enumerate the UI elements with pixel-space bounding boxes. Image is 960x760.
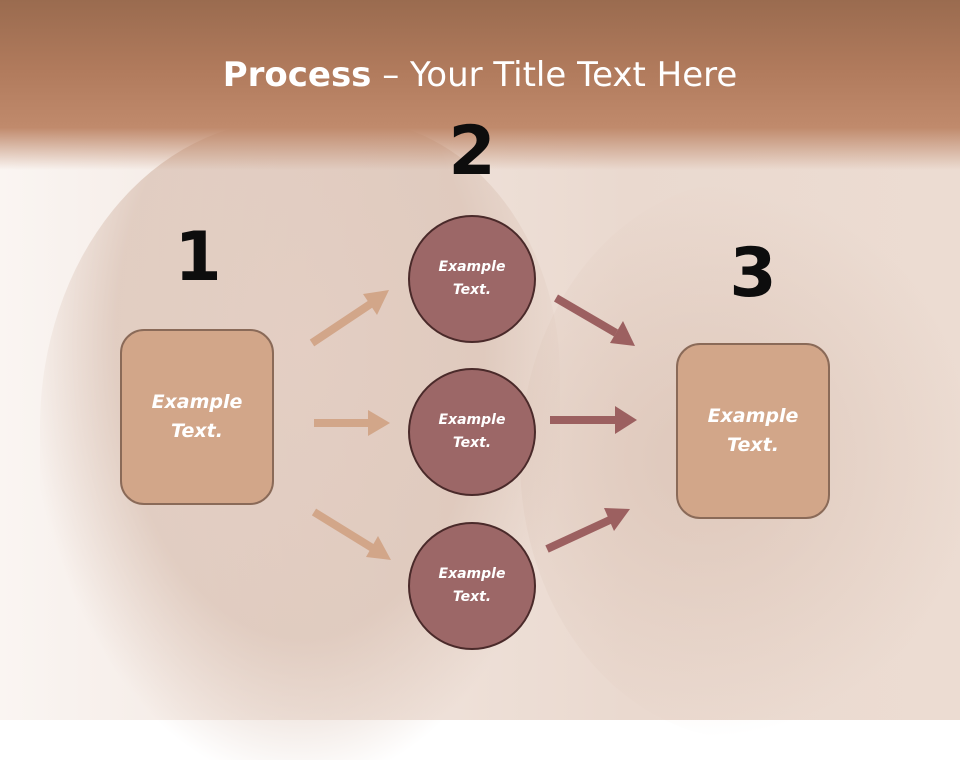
step-number-2: 2 [448, 112, 496, 191]
process-box-left: Example Text. [120, 329, 274, 505]
slide-title: Process – Your Title Text Here [0, 52, 960, 98]
arrow-left-down [311, 508, 391, 560]
process-box-right: Example Text. [676, 343, 830, 519]
arrow-left-middle [314, 410, 390, 436]
circle-middle-line2: Text. [452, 435, 492, 451]
process-circle-bottom: Example Text. [408, 522, 536, 650]
box-left-line1: Example [151, 391, 243, 413]
box-right-line2: Text. [727, 434, 779, 456]
process-circle-middle: Example Text. [408, 368, 536, 496]
process-circle-top: Example Text. [408, 215, 536, 343]
title-rest: – Your Title Text Here [371, 55, 738, 95]
arrow-right-middle [550, 406, 637, 434]
circle-top-line2: Text. [452, 282, 492, 298]
title-bold: Process [222, 55, 372, 95]
box-left-text: Example Text. [152, 388, 243, 446]
step-number-1: 1 [174, 218, 222, 297]
box-right-text: Example Text. [708, 402, 799, 460]
circle-top-line1: Example [438, 259, 506, 275]
box-left-line2: Text. [171, 420, 223, 442]
circle-middle-line1: Example [438, 412, 506, 428]
box-right-line1: Example [707, 405, 799, 427]
circle-bottom-line2: Text. [452, 589, 492, 605]
circle-bottom-line1: Example [438, 566, 506, 582]
arrows-layer [309, 290, 637, 560]
arrow-left-up [309, 290, 389, 347]
arrow-right-up [545, 508, 630, 553]
arrow-right-down [553, 294, 635, 346]
step-number-3: 3 [729, 234, 777, 313]
title-banner [0, 0, 960, 170]
